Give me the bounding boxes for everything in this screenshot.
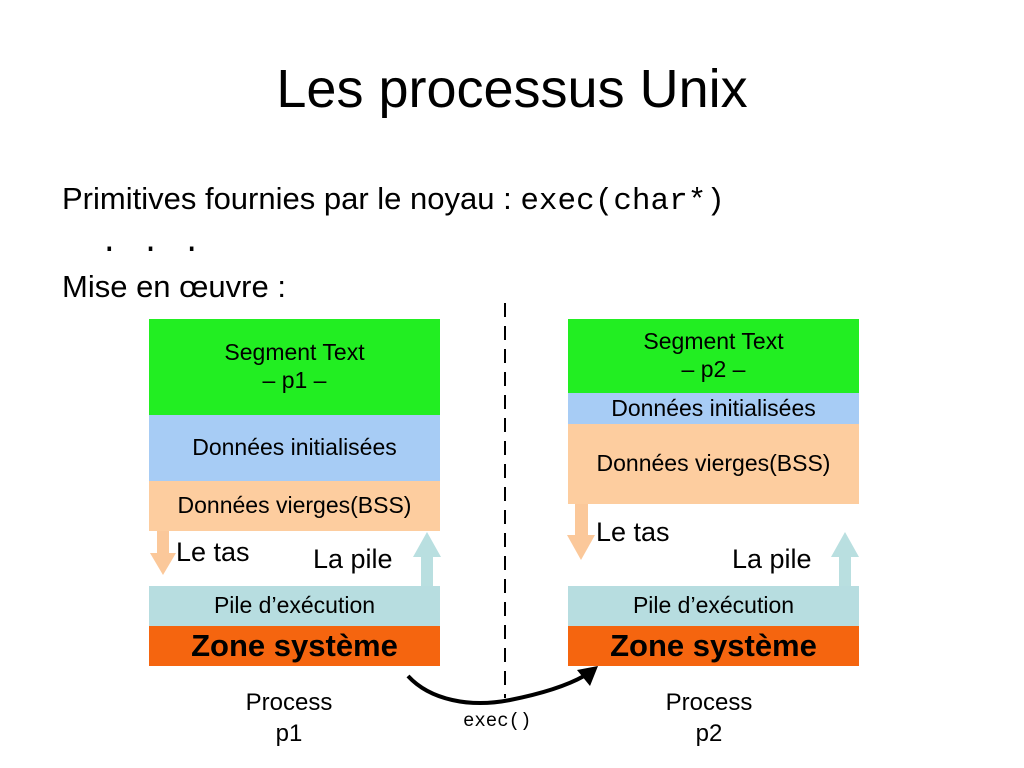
p2-system-zone-label: Zone système <box>610 628 817 664</box>
p2-bss-label: Données vierges(BSS) <box>596 450 831 477</box>
p1-stack-label: La pile <box>313 544 393 574</box>
ellipsis: . . . <box>100 226 204 261</box>
slide-title: Les processus Unix <box>276 59 748 119</box>
p1-segment-text-sub: – p1 – <box>262 367 327 393</box>
p1-execution-stack: Pile d’exécution <box>149 586 440 626</box>
p2-process-label-line2: p2 <box>695 720 723 748</box>
p2-stack-label: La pile <box>732 544 812 574</box>
p1-system-zone: Zone système <box>149 626 440 666</box>
exec-signature: exec(char*) <box>520 184 725 219</box>
p2-heap-growth-arrow <box>567 504 595 560</box>
p2-system-zone: Zone système <box>568 626 859 666</box>
p2-bss: Données vierges(BSS) <box>568 424 859 504</box>
p2-segment-text-label: Segment Text <box>643 328 784 355</box>
exec-transition-arrow <box>406 674 585 705</box>
p1-process-label-line2: p1 <box>275 720 303 748</box>
p2-process-label-line1: Process <box>665 689 753 716</box>
p2-execution-stack-label: Pile d’exécution <box>632 592 795 619</box>
p2-initialized-data-label: Données initialisées <box>611 394 816 421</box>
p1-initialized-data-label: Données initialisées <box>192 434 397 461</box>
p1-segment-text-label: Segment Text <box>224 339 365 366</box>
p2-stack-growth-arrow <box>831 532 859 586</box>
p1-segment-text: Segment Text – p1 – <box>149 319 440 415</box>
p1-system-zone-label: Zone système <box>191 628 398 664</box>
p2-execution-stack: Pile d’exécution <box>568 586 859 626</box>
p2-heap-label: Le tas <box>596 517 670 547</box>
p1-stack-growth-arrow <box>413 532 441 586</box>
p1-initialized-data: Données initialisées <box>149 415 440 481</box>
primitives-line: Primitives fournies par le noyau : exec(… <box>62 183 725 217</box>
p1-bss-label: Données vierges(BSS) <box>177 492 412 519</box>
p1-process-label-line1: Process <box>245 689 333 716</box>
p1-execution-stack-label: Pile d’exécution <box>213 592 376 619</box>
mise-en-oeuvre: Mise en œuvre : <box>62 269 286 304</box>
exec-label: exec() <box>463 710 532 732</box>
p1-process-label: Process p1 <box>219 687 359 749</box>
p2-process-label: Process p2 <box>639 687 779 749</box>
p1-bss: Données vierges(BSS) <box>149 481 440 531</box>
p2-segment-text-sub: – p2 – <box>681 356 746 382</box>
p2-initialized-data: Données initialisées <box>568 393 859 424</box>
p2-segment-text: Segment Text – p2 – <box>568 319 859 393</box>
exec-arrow-head <box>577 666 598 686</box>
primitives-text: Primitives fournies par le noyau : <box>62 181 521 216</box>
p1-heap-label: Le tas <box>176 537 250 567</box>
p1-heap-growth-arrow <box>150 531 176 575</box>
